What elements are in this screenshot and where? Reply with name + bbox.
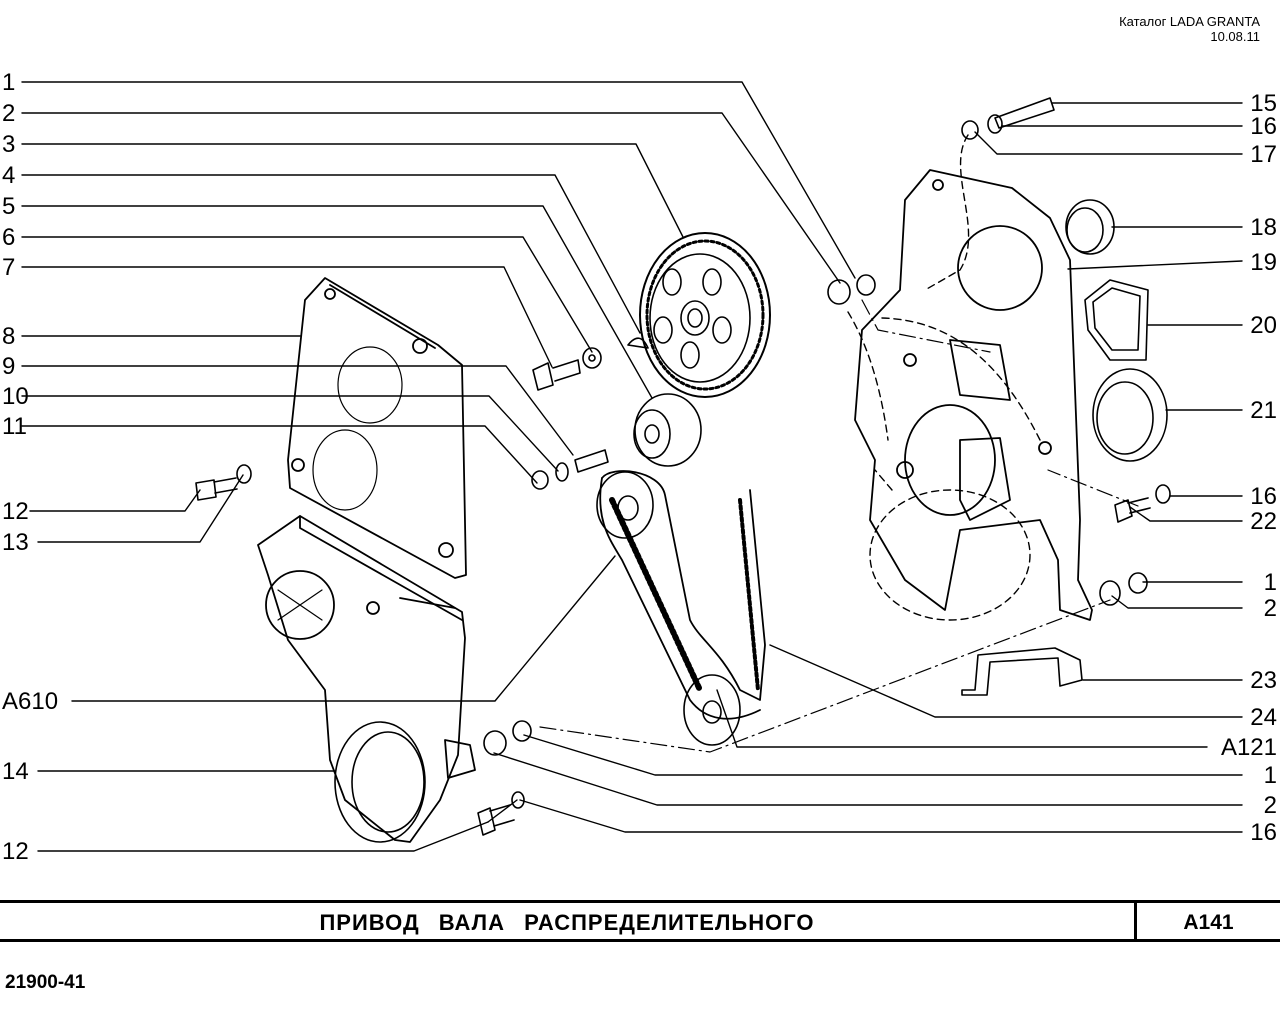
callout-right-2a: 2 [1264,595,1277,622]
callout-right-16a: 16 [1250,113,1277,140]
callout-right-1a: 1 [1264,569,1277,596]
seal-ring-18 [1065,199,1115,255]
lower-cover [257,515,476,843]
callout-right-15: 15 [1250,90,1277,117]
callout-left-1: 1 [2,69,15,96]
gasket-20 [1084,279,1149,361]
callout-left-2: 2 [2,100,15,127]
camshaft-pulley [639,232,771,398]
catalog-title: Каталог LADA GRANTA [1119,14,1260,29]
catalog-header: Каталог LADA GRANTA 10.08.11 [1119,14,1260,44]
callout-right-22: 22 [1250,508,1277,535]
hidden-lines [847,134,1041,621]
callout-left-14: 14 [2,758,29,785]
illustration-code: А141 [1183,911,1234,934]
tension-roller [633,393,702,467]
callout-right-21: 21 [1250,397,1277,424]
callout-right-20: 20 [1250,312,1277,339]
upper-cover [287,277,467,579]
callout-left-7: 7 [2,254,15,281]
assembly-axes [539,299,1139,753]
callout-left-12b: 12 [2,838,29,865]
callout-left-5: 5 [2,193,15,220]
callout-right-2b: 2 [1264,792,1277,819]
callout-left-3: 3 [2,131,15,158]
callout-left-a610: A610 [2,688,58,715]
callout-right-16b: 16 [1250,483,1277,510]
callout-left-9: 9 [2,353,15,380]
callout-left-13: 13 [2,529,29,556]
callout-right-1b: 1 [1264,762,1277,789]
callout-left-4: 4 [2,162,15,189]
document-number: 21900-41 [5,972,86,993]
leader-lines-right [493,102,1243,833]
callout-right-18: 18 [1250,214,1277,241]
callout-left-12a: 12 [2,498,29,525]
fasteners-left [195,274,876,836]
callout-right-19: 19 [1250,249,1277,276]
callout-right-16c: 16 [1250,819,1277,846]
callout-right-a121: A121 [1221,734,1277,761]
title-divider [1134,903,1137,939]
sleeve-ring [334,721,426,843]
crankshaft-pulley [596,471,741,746]
callout-right-17: 17 [1250,141,1277,168]
title-block: ПРИВОД ВАЛА РАСПРЕДЕЛИТЕЛЬНОГО А141 [0,900,1280,942]
page-title: ПРИВОД ВАЛА РАСПРЕДЕЛИТЕЛЬНОГО [319,910,815,935]
callout-left-8: 8 [2,323,15,350]
timing-belt [599,470,766,720]
callout-right-24: 24 [1250,704,1277,731]
rear-cover [854,169,1093,621]
woodruff-key [627,337,649,349]
callout-labels-right: 15 16 17 18 19 20 21 16 22 1 2 23 24 A12… [1221,90,1277,846]
callout-labels-left: 1 2 3 4 5 6 7 8 9 10 11 12 13 A610 14 12 [2,69,58,865]
callout-left-10: 10 [2,383,29,410]
catalog-date: 10.08.11 [1210,29,1260,44]
bracket-23 [961,647,1083,696]
callout-left-6: 6 [2,224,15,251]
seal-21 [1092,368,1168,462]
callout-right-23: 23 [1250,667,1277,694]
fasteners-right [961,97,1171,606]
callout-left-11: 11 [2,413,27,440]
leader-lines-left [21,81,856,852]
